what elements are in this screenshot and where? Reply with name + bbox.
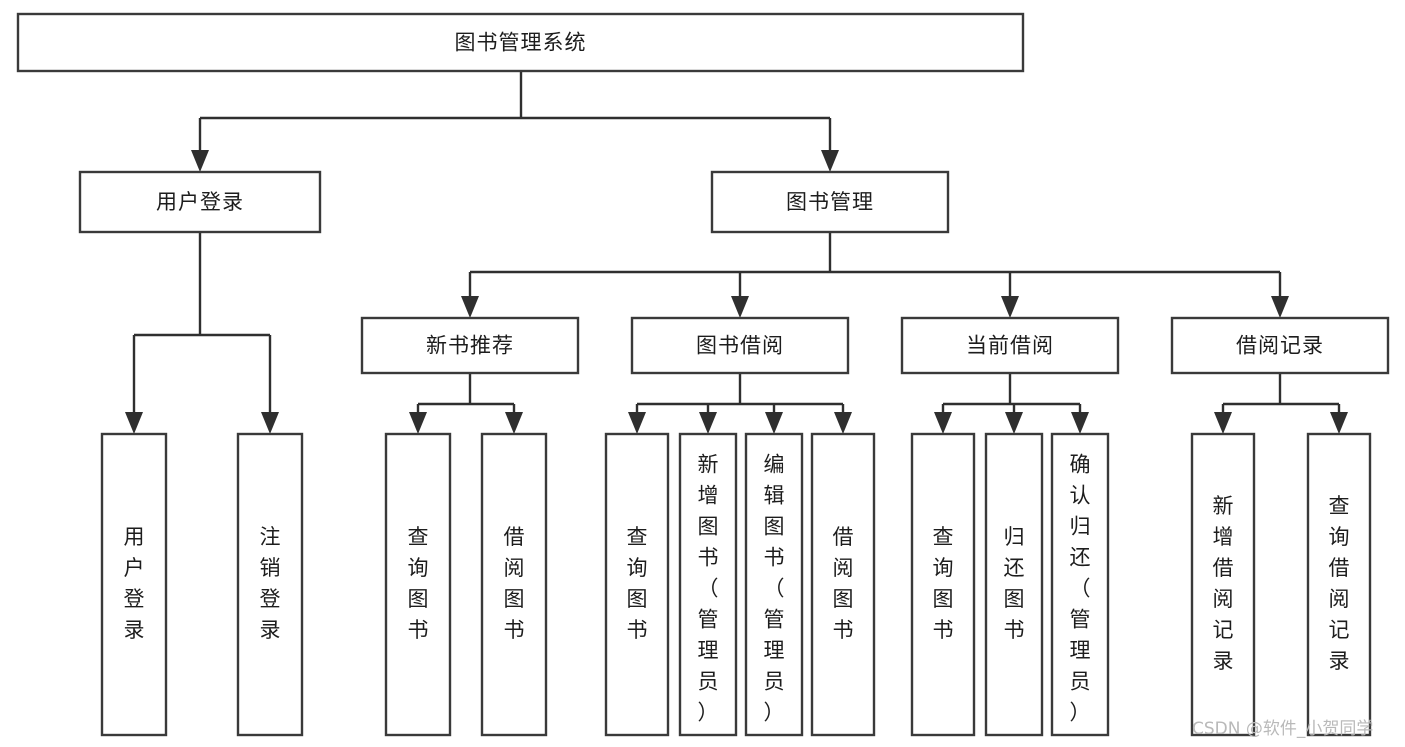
arrow-head-icon [731,296,749,318]
leaf-node-leaf-return-books[interactable]: 归还图书 [984,432,1044,737]
level1-node-book-management[interactable]: 图书管理 [710,170,950,234]
node-label: 图书管理 [786,190,874,214]
arrow-head-icon [461,296,479,318]
arrow-head-icon [1330,412,1348,434]
arrow-head-icon [765,412,783,434]
watermark-layer: CSDN @软件_小贺同学 [1192,719,1373,739]
arrow-head-icon [821,150,839,172]
arrow-head-icon [1001,296,1019,318]
node-box[interactable] [604,432,670,737]
level1-node-user-login[interactable]: 用户登录 [78,170,322,234]
leaf-node-leaf-query-books-current[interactable]: 查询图书 [910,432,976,737]
arrow-head-icon [1271,296,1289,318]
node-label: 编辑图书（管理员） [764,453,785,725]
arrow-head-icon [934,412,952,434]
node-label: 用户登录 [124,525,145,642]
node-box[interactable] [78,170,322,234]
node-box[interactable] [910,432,976,737]
arrow-head-icon [1071,412,1089,434]
node-label: 查询图书 [933,525,954,642]
node-box[interactable] [810,432,876,737]
arrow-head-icon [191,150,209,172]
node-box[interactable] [100,432,168,737]
leaf-node-leaf-query-books-borrow[interactable]: 查询图书 [604,432,670,737]
arrow-head-icon [834,412,852,434]
node-layer: 图书管理系统用户登录图书管理新书推荐图书借阅当前借阅借阅记录用户登录注销登录查询… [16,12,1390,737]
leaf-node-leaf-edit-book-admin[interactable]: 编辑图书（管理员） [744,432,804,737]
node-label: 确认归还（管理员） [1070,453,1091,725]
node-label: 借阅记录 [1236,334,1324,358]
arrow-head-icon [699,412,717,434]
level2-node-book-borrow[interactable]: 图书借阅 [630,316,850,375]
leaf-node-leaf-add-borrow-record[interactable]: 新增借阅记录 [1190,432,1256,737]
arrow-head-icon [1005,412,1023,434]
connector-newbook-to-leaves [409,373,523,434]
arrow-head-icon [1214,412,1232,434]
arrow-head-icon [261,412,279,434]
node-label: 注销登录 [260,525,281,642]
node-label: 新增图书（管理员） [698,453,719,725]
node-label: 查询图书 [627,525,648,642]
node-box[interactable] [360,316,580,375]
node-label: 归还图书 [1004,525,1025,642]
node-box[interactable] [1306,432,1372,737]
node-box[interactable] [384,432,452,737]
connector-userlogin-to-leaves [125,232,279,434]
leaf-node-leaf-add-book-admin[interactable]: 新增图书（管理员） [678,432,738,737]
node-box[interactable] [480,432,548,737]
arrow-head-icon [628,412,646,434]
leaf-node-leaf-query-borrow-record[interactable]: 查询借阅记录 [1306,432,1372,737]
node-label: 借阅图书 [833,525,854,642]
connector-borrowrecord-to-leaves [1214,373,1348,434]
node-label: 用户登录 [156,190,244,214]
node-box[interactable] [1190,432,1256,737]
node-box[interactable] [236,432,304,737]
leaf-node-leaf-borrow-books-borrow[interactable]: 借阅图书 [810,432,876,737]
node-label: 新书推荐 [426,334,514,358]
node-label: 借阅图书 [504,525,525,642]
level2-node-borrow-record[interactable]: 借阅记录 [1170,316,1390,375]
csdn-watermark: CSDN @软件_小贺同学 [1192,719,1373,739]
connector-bookborrow-to-leaves [628,373,852,434]
connector-currentborrow-to-leaves [934,373,1089,434]
node-box[interactable] [1170,316,1390,375]
leaf-node-leaf-confirm-return-admin[interactable]: 确认归还（管理员） [1050,432,1110,737]
node-label: 图书管理系统 [455,31,587,55]
root-node-undefined[interactable]: 图书管理系统 [16,12,1025,73]
leaf-node-leaf-logout-login[interactable]: 注销登录 [236,432,304,737]
node-label: 查询图书 [408,525,429,642]
node-label: 查询借阅记录 [1329,494,1350,673]
connector-root-to-l1 [191,71,839,172]
level2-node-current-borrow[interactable]: 当前借阅 [900,316,1120,375]
arrow-head-icon [125,412,143,434]
node-label: 图书借阅 [696,334,784,358]
node-label: 新增借阅记录 [1213,494,1234,673]
arrow-head-icon [505,412,523,434]
leaf-node-leaf-borrow-books-rec[interactable]: 借阅图书 [480,432,548,737]
connector-layer [125,71,1348,434]
node-box[interactable] [1050,432,1110,737]
leaf-node-leaf-user-login[interactable]: 用户登录 [100,432,168,737]
node-box[interactable] [710,170,950,234]
node-box[interactable] [678,432,738,737]
arrow-head-icon [409,412,427,434]
level2-node-new-book-recommend[interactable]: 新书推荐 [360,316,580,375]
leaf-node-leaf-query-books-rec[interactable]: 查询图书 [384,432,452,737]
connector-bookmgmt-to-l2 [461,232,1289,318]
node-box[interactable] [16,12,1025,73]
node-box[interactable] [630,316,850,375]
node-box[interactable] [984,432,1044,737]
node-box[interactable] [900,316,1120,375]
node-box[interactable] [744,432,804,737]
node-label: 当前借阅 [966,334,1054,358]
